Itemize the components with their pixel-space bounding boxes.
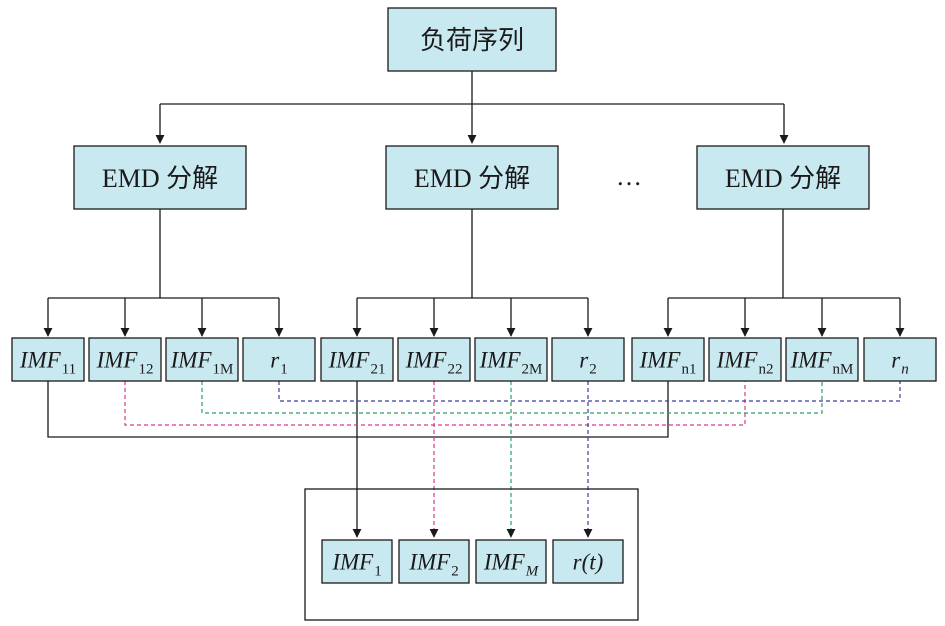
component-box-12-label: rn [891, 348, 908, 378]
output-box-2-label: IMF2 [408, 550, 458, 580]
component-box-10: IMFn2 [708, 337, 782, 382]
component-row: IMF11 IMF12 IMF1M r1 IMF21 IMF22 IMF2M r2 IMFn1 I… [11, 337, 937, 382]
output-box-3-label: IMFM [483, 550, 540, 580]
output-box-1: IMF1 [321, 539, 393, 584]
component-box-12: rn [863, 337, 937, 382]
output-box-3: IMFM [475, 539, 547, 584]
output-frame [304, 488, 639, 621]
component-box-11: IMFnM [785, 337, 859, 382]
component-box-6: IMF22 [397, 337, 471, 382]
component-box-7-label: IMF2M [479, 348, 543, 378]
output-box-1-label: IMF1 [331, 550, 381, 580]
component-box-4-label: r1 [270, 348, 287, 378]
ellipsis: … [616, 162, 642, 191]
emd-label-2: EMD 分解 [414, 164, 530, 193]
emd-label-3: EMD 分解 [725, 164, 841, 193]
component-box-8: r2 [551, 337, 625, 382]
output-row: IMF1 IMF2 IMFM r(t) [321, 539, 624, 584]
component-box-9-label: IMFn1 [639, 348, 697, 378]
output-box-2: IMF2 [398, 539, 470, 584]
component-box-3-label: IMF1M [170, 348, 234, 378]
component-box-4: r1 [242, 337, 316, 382]
component-box-9: IMFn1 [631, 337, 705, 382]
emd-box-3: EMD 分解 [696, 145, 870, 210]
component-box-6-label: IMF22 [405, 348, 463, 378]
output-box-4-label: r(t) [573, 550, 604, 575]
root-label: 负荷序列 [420, 26, 524, 56]
component-box-5-label: IMF21 [328, 348, 386, 378]
output-box-4: r(t) [552, 539, 624, 584]
component-box-10-label: IMFn2 [716, 348, 774, 378]
component-box-2-label: IMF12 [96, 348, 154, 378]
emd-box-1: EMD 分解 [73, 145, 247, 210]
aggregation-lines [47, 381, 901, 538]
component-box-3: IMF1M [165, 337, 239, 382]
component-box-5: IMF21 [320, 337, 394, 382]
root-node: 负荷序列 [387, 7, 557, 72]
component-box-11-label: IMFnM [790, 348, 854, 378]
component-box-1-label: IMF11 [19, 348, 76, 378]
component-box-7: IMF2M [474, 337, 548, 382]
component-box-1: IMF11 [11, 337, 85, 382]
root-connectors [155, 71, 789, 144]
component-box-8-label: r2 [579, 348, 596, 378]
component-box-2: IMF12 [88, 337, 162, 382]
emd-box-2: EMD 分解 [385, 145, 559, 210]
emd-connectors [43, 209, 905, 337]
emd-label-1: EMD 分解 [102, 164, 218, 193]
